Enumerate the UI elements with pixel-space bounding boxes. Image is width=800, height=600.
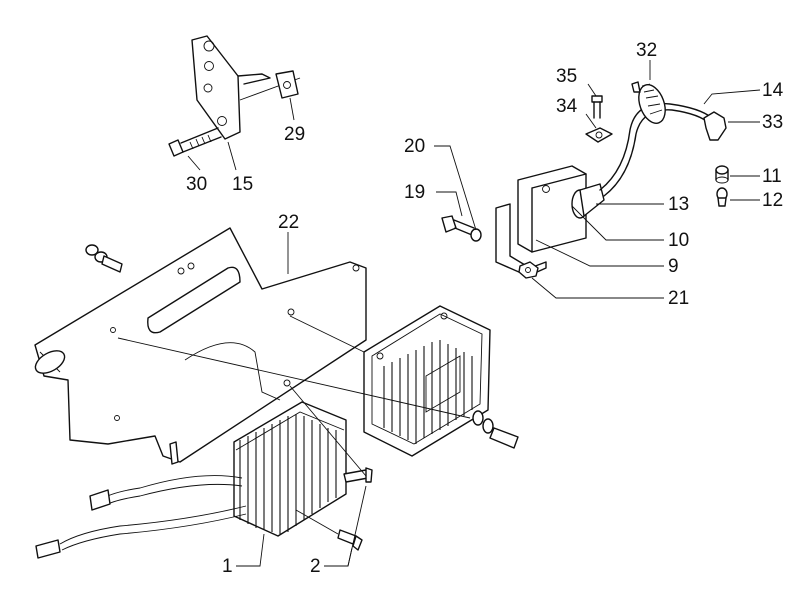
callout-11: 11 [762, 166, 782, 187]
callout-9: 9 [668, 256, 679, 277]
bolt-part-19 [441, 215, 475, 236]
callout-29: 29 [284, 124, 305, 145]
callout-21: 21 [668, 288, 689, 309]
callout-14: 14 [762, 80, 784, 101]
nut-part-21 [518, 261, 539, 279]
heatsink-housing [363, 305, 491, 457]
cap-part-11 [715, 165, 729, 184]
callout-35: 35 [556, 66, 577, 87]
bulb-part-12 [716, 187, 728, 207]
wire-harness [35, 475, 247, 559]
screws-part-2 [337, 467, 373, 551]
callout-20: 20 [404, 136, 425, 157]
rectifier-part-1 [233, 401, 347, 537]
callout-leaders [187, 60, 761, 567]
callout-30: 30 [186, 174, 207, 195]
callout-15: 15 [232, 174, 253, 195]
clamp-part-32 [631, 81, 666, 124]
screw-part-35 [591, 95, 603, 119]
nut-part-29 [275, 70, 299, 99]
callout-32: 32 [636, 40, 657, 61]
callout-19: 19 [404, 182, 425, 203]
callout-1: 1 [222, 556, 233, 577]
washer-part-20 [470, 228, 482, 242]
bracket-part-10 [517, 165, 587, 253]
heatsink-fins [383, 340, 473, 444]
coil-part-13 [571, 183, 605, 219]
bracket-part-15 [191, 35, 271, 140]
callout-13: 13 [668, 194, 689, 215]
nut-part-34 [585, 127, 613, 143]
bolt-part-30 [168, 127, 222, 157]
terminal-part-33 [703, 111, 727, 141]
plate-bolt [85, 244, 123, 273]
callout-2: 2 [310, 556, 321, 577]
callout-33: 33 [762, 112, 783, 133]
callout-34: 34 [556, 96, 578, 117]
callout-labels: 32 35 14 34 33 20 11 19 13 12 10 9 21 29… [186, 40, 784, 577]
mounting-plate-part-22 [34, 227, 367, 465]
callout-12: 12 [762, 190, 783, 211]
washer-bolt-right [472, 410, 519, 449]
frame-part-9 [495, 203, 547, 277]
callout-10: 10 [668, 230, 689, 251]
callout-22: 22 [278, 212, 299, 233]
